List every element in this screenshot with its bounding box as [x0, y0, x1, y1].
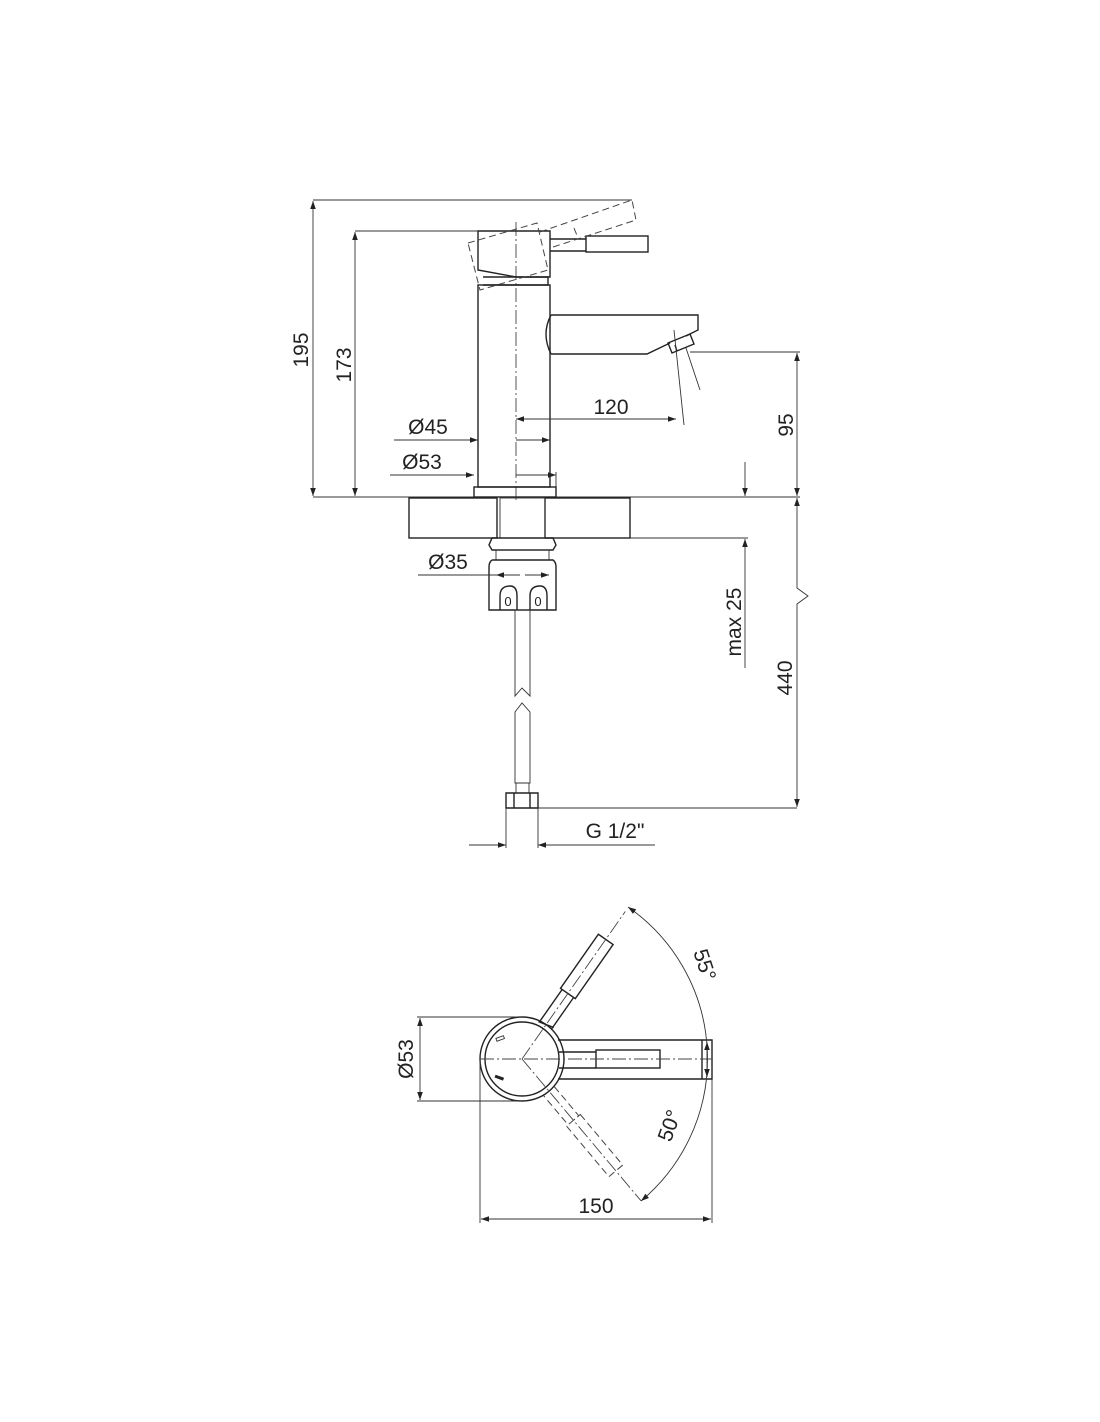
- rotated-lever-outline: [539, 199, 637, 249]
- dim-173-label: 173: [333, 347, 356, 382]
- dim-d35-label: Ø35: [428, 551, 468, 574]
- slot-left-label: 0: [504, 594, 511, 609]
- slot-right: [529, 585, 548, 610]
- spout-top: [558, 1039, 713, 1080]
- spray-lines: [673, 329, 701, 426]
- threaded-shank: [499, 497, 546, 539]
- side-view: 0 0 195 173 95 120 Ø45 Ø53: [290, 199, 809, 848]
- dim-120-label: 120: [593, 396, 628, 419]
- angle-55-label: 55°: [688, 946, 720, 983]
- hose-ferrule: [515, 782, 530, 794]
- dim-d45-label: Ø45: [408, 416, 448, 439]
- lever-handle: [585, 235, 649, 253]
- dim-195-label: 195: [290, 332, 313, 367]
- mounting-nut: [488, 537, 557, 551]
- dim-top-d53-label: Ø53: [395, 1039, 418, 1079]
- mixer-head: [477, 230, 551, 278]
- dim-g12-label: G 1/2": [586, 820, 645, 843]
- connector-block: [488, 559, 557, 611]
- spout: [545, 314, 699, 355]
- lever-rotated-50: [521, 1058, 642, 1202]
- faucet-body: [477, 284, 551, 488]
- hose-upper: [514, 609, 531, 698]
- slot-left: [499, 585, 518, 610]
- indicator-cold: [495, 1035, 506, 1042]
- lever-rotated-55: [521, 911, 626, 1060]
- dim-440-label: 440: [774, 660, 797, 695]
- hose-lower: [514, 702, 531, 784]
- dim-d53-label: Ø53: [402, 451, 442, 474]
- slot-right-label: 0: [534, 594, 541, 609]
- base-ring: [473, 486, 557, 498]
- lever-stem-top: [559, 1051, 596, 1069]
- lever-stem: [550, 238, 586, 252]
- indicator-hot: [494, 1074, 505, 1081]
- rotated-head-outline: [467, 222, 549, 291]
- counter-slab-right: [544, 497, 631, 539]
- aerator: [667, 333, 695, 354]
- hex-fitting: [505, 792, 539, 809]
- dim-line-440: [794, 498, 809, 807]
- dim-150-label: 150: [578, 1195, 613, 1218]
- head-ring: [483, 276, 549, 286]
- counter-slab-left: [408, 497, 498, 539]
- lever-handle-top: [595, 1049, 661, 1069]
- shank-thread: [495, 549, 550, 561]
- fitting-extension-lines: [505, 807, 797, 848]
- angle-50-label: 50°: [654, 1107, 686, 1145]
- dim-max25-label: max 25: [723, 588, 746, 657]
- dim-95-label: 95: [775, 413, 798, 436]
- top-view: 55° 50° Ø53 150: [395, 906, 720, 1223]
